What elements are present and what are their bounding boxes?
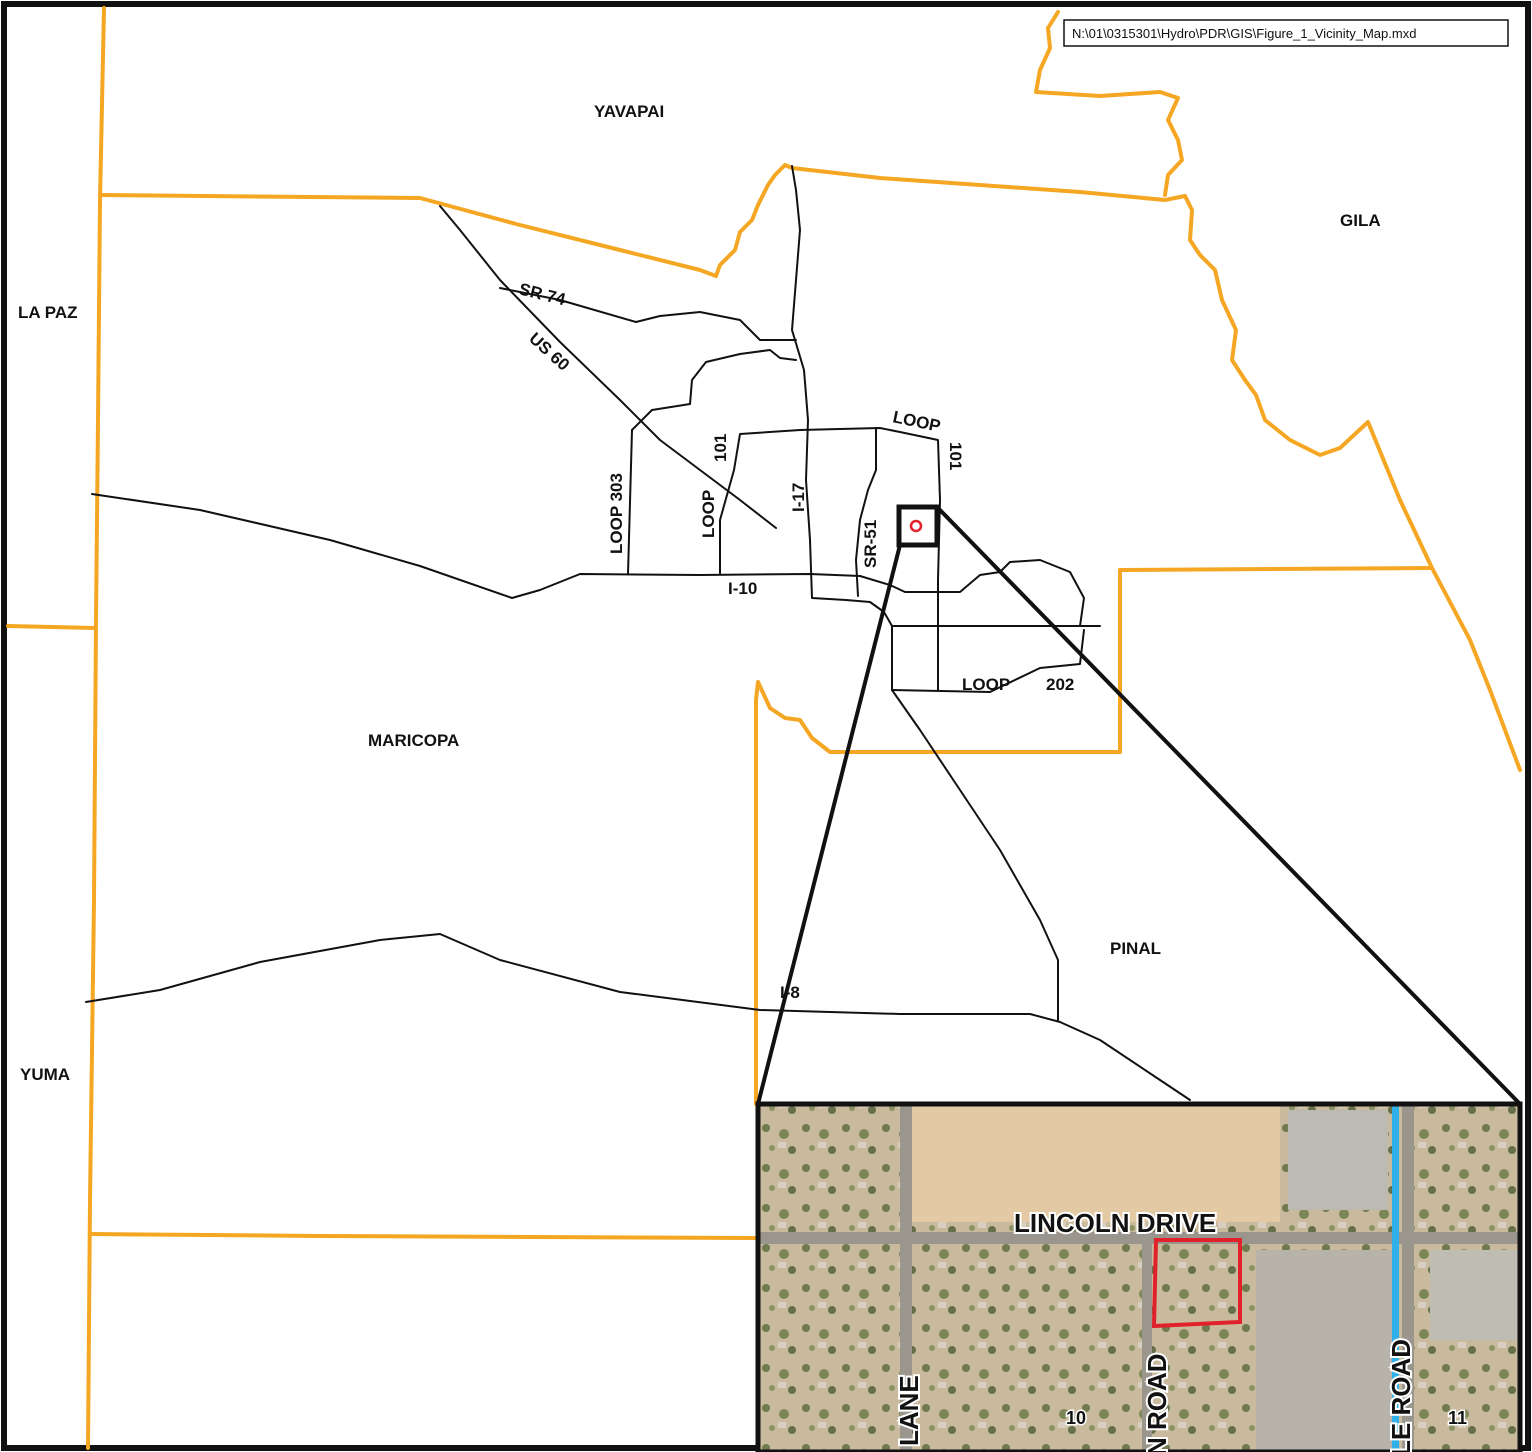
county-maricopa: MARICOPA (368, 731, 459, 750)
boundary-la-paz-maricopa (6, 624, 98, 630)
aerial-inset-border (755, 1101, 1523, 1452)
label-loop202-a: LOOP (962, 675, 1010, 694)
county-yuma: YUMA (20, 1065, 70, 1084)
project-site-outline (1151, 1238, 1242, 1329)
label-sr51: SR-51 (861, 520, 880, 568)
boundary-gila-west (1183, 194, 1522, 772)
label-lincoln-drive: LINCOLN DRIVE (1014, 1208, 1216, 1238)
n-road-road (1142, 1244, 1152, 1452)
county-pinal: PINAL (1110, 939, 1161, 958)
label-section-11: 11 (1448, 1408, 1467, 1428)
highways (85, 165, 1191, 1101)
lane-road (900, 1104, 912, 1452)
label-loop303: LOOP 303 (607, 473, 626, 554)
label-lane: LANE (894, 1375, 924, 1446)
county-gila: GILA (1340, 211, 1381, 230)
boundary-la-paz-east (86, 6, 106, 1450)
label-loop101-west-b: 101 (711, 434, 730, 462)
canal (1392, 1104, 1399, 1452)
i8-line (85, 933, 1191, 1101)
callout-box (896, 504, 940, 548)
label-i17: I-17 (789, 483, 808, 512)
inset-callout (756, 504, 1522, 1106)
loop101-line (719, 427, 941, 691)
callout-line-right (936, 506, 1522, 1106)
boundary-pinal-west (754, 568, 1122, 1106)
county-yavapai: YAVAPAI (594, 102, 664, 121)
label-loop101-west-a: LOOP (699, 490, 718, 538)
file-path-label: N:\01\0315301\Hydro\PDR\GIS\Figure_1_Vic… (1072, 26, 1416, 41)
site-marker-icon (909, 519, 923, 533)
boundary-pinal-north (1118, 566, 1432, 572)
lincoln-drive-road (760, 1232, 1520, 1244)
i10-line (91, 493, 1085, 627)
aerial-open-lot (912, 1104, 1280, 1222)
i17-line (791, 165, 893, 691)
aerial-buildings-se (1256, 1250, 1396, 1450)
sr74-line (499, 287, 797, 341)
label-i10: I-10 (728, 579, 757, 598)
boundary-yavapai-south (98, 163, 1187, 278)
pinal-south-line (891, 689, 1059, 1021)
us60-line (439, 205, 777, 529)
county-boundaries (6, 6, 1522, 1450)
county-la-paz: LA PAZ (18, 303, 78, 322)
label-n-road: N ROAD (1142, 1353, 1172, 1452)
aerial-buildings-ne (1288, 1110, 1388, 1210)
label-i8: I-8 (780, 983, 800, 1002)
boundary-top-right (1034, 10, 1184, 197)
label-loop202-b: 202 (1046, 675, 1074, 694)
le-road-road (1402, 1104, 1414, 1452)
sr51-line (855, 427, 877, 597)
boundary-yuma-maricopa (88, 1232, 758, 1240)
label-section-10: 10 (1066, 1408, 1086, 1428)
label-le-road: LE ROAD (1386, 1339, 1416, 1452)
label-loop101-east-b: 101 (946, 442, 965, 470)
file-path-box (1063, 19, 1509, 47)
aerial-buildings-e (1430, 1250, 1520, 1340)
aerial-inset (760, 1104, 1520, 1452)
label-us60: US 60 (525, 329, 573, 375)
loop303-line (627, 349, 797, 575)
callout-line-left (756, 544, 902, 1105)
